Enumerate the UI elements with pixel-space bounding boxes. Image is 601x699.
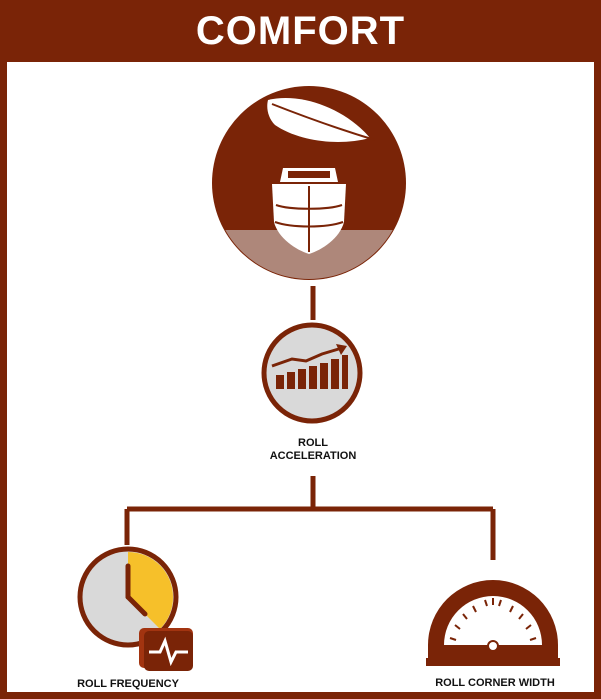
left-node-label: ROLL FREQUENCY (53, 678, 203, 691)
boat-feather-icon (212, 86, 407, 290)
clock-pulse-icon (80, 549, 193, 671)
middle-node-label-line1: ROLL (253, 437, 373, 450)
middle-node-label-line2: ACCELERATION (253, 450, 373, 463)
protractor-icon (426, 580, 560, 666)
middle-node-label: ROLL ACCELERATION (253, 437, 373, 463)
pulse-badge-icon (139, 628, 193, 671)
right-node-label: ROLL CORNER WIDTH (410, 677, 580, 690)
bar-chart-trend-icon (264, 325, 360, 421)
